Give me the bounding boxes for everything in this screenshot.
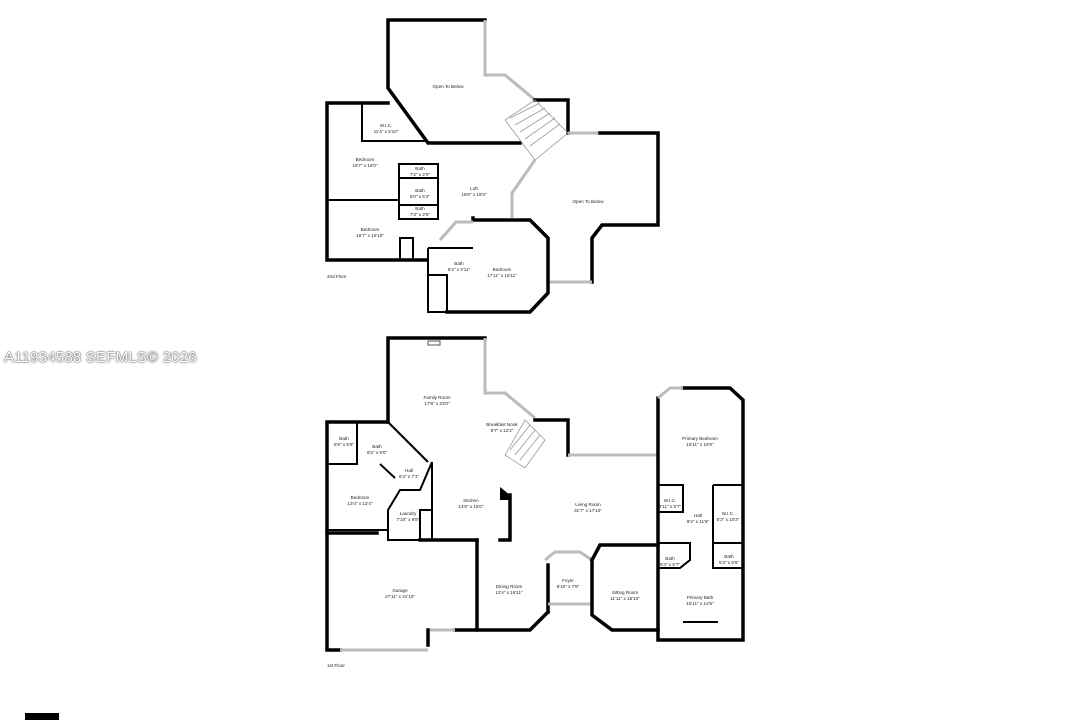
room-dims: 6'4" x 7'1" xyxy=(399,474,419,479)
second-floor-labels: Open To Below W.I.C. 11'4" x 6'10" Bedro… xyxy=(327,84,604,279)
room-dims: 7'10" x 9'8" xyxy=(397,517,420,522)
room-name: Hall xyxy=(694,513,702,518)
room-dims: 17'11" x 16'11" xyxy=(487,273,517,278)
room-dims: 14'6" x 15'0" xyxy=(458,504,484,509)
room-dims: 5'9" x 5'6" xyxy=(334,442,354,447)
room-dims: 8'4" x 4'11" xyxy=(448,267,471,272)
room-name: Loft xyxy=(470,186,478,191)
room-name: Bath xyxy=(724,554,734,559)
watermark: A11934588 SEFMLS© 2026 xyxy=(4,349,197,366)
room-name: Hall xyxy=(405,468,413,473)
room-name: Breakfast Nook xyxy=(486,422,518,427)
room-name: W.I.C. xyxy=(722,511,735,516)
room-name: Family Room xyxy=(423,395,450,400)
room-name: Bath xyxy=(339,436,349,441)
room-dims: 17'8" x 23'0" xyxy=(424,401,450,406)
room-dims: 9'7" x 12'2" xyxy=(491,428,514,433)
room-dims: 15'11" x 18'0" xyxy=(686,442,714,447)
first-floor-labels: Family Room 17'8" x 23'0" Breakfast Nook… xyxy=(327,395,740,668)
room-dims: 16'7" x 10'10" xyxy=(356,233,384,238)
room-name: Bath xyxy=(415,206,425,211)
room-dims: 27'11" x 21'10" xyxy=(385,594,415,599)
room-dims: 5'0" x 5'2" xyxy=(410,194,430,199)
room-dims: 8'2" x 9'0" xyxy=(367,450,387,455)
room-name: Open To Below xyxy=(432,84,464,89)
room-name: Laundry xyxy=(400,511,417,516)
room-dims: 13'4" x 12'4" xyxy=(347,501,373,506)
room-name: Bedroom xyxy=(351,495,370,500)
room-dims: 5'4" x 5'7" xyxy=(660,562,680,567)
room-name: W.I.C. xyxy=(380,123,393,128)
room-name: Bath xyxy=(415,166,425,171)
room-dims: 5'3" x 6'5" xyxy=(719,560,739,565)
room-dims: 12'4" x 16'11" xyxy=(495,590,523,595)
room-dims: 31'7" x 17'10" xyxy=(574,508,602,513)
room-dims: 5'3" x 10'3" xyxy=(717,517,740,522)
room-name: Bath xyxy=(372,444,382,449)
room-name: Bath xyxy=(454,261,464,266)
room-dims: 16'7" x 18'0" xyxy=(352,163,378,168)
room-name: Bath xyxy=(415,188,425,193)
floor-label: 2nd Floor xyxy=(327,274,347,279)
room-name: Kitchen xyxy=(463,498,479,503)
room-dims: 7'3" x 2'6" xyxy=(410,212,430,217)
room-dims: 18'6" x 19'3" xyxy=(461,192,487,197)
room-name: Garage xyxy=(392,588,408,593)
second-floor-walls xyxy=(325,18,660,314)
corner-block xyxy=(25,713,59,720)
room-dims: 7'2" x 2'0" xyxy=(410,172,430,177)
room-name: Dining Room xyxy=(496,584,523,589)
room-dims: 4'11" x 5'7" xyxy=(659,504,682,509)
room-name: Living Room xyxy=(575,502,601,507)
room-name: Bedroom xyxy=(361,227,380,232)
room-dims: 11'11" x 15'10" xyxy=(610,596,640,601)
room-dims: 8'4" x 11'6" xyxy=(687,519,710,524)
room-name: Open To Below xyxy=(572,199,604,204)
room-name: Bedroom xyxy=(493,267,512,272)
room-name: Primary Bath xyxy=(687,595,714,600)
room-dims: 11'4" x 6'10" xyxy=(374,129,399,134)
first-floor-walls xyxy=(325,336,745,652)
room-name: Bath xyxy=(665,556,675,561)
room-name: Foyer xyxy=(562,578,574,583)
floor-label: 1st Floor xyxy=(327,663,345,668)
room-dims: 8'10" x 7'8" xyxy=(557,584,580,589)
room-name: Sitting Room xyxy=(612,590,638,595)
room-dims: 15'11" x 14'5" xyxy=(686,601,714,606)
room-name: Primary Bedroom xyxy=(682,436,718,441)
room-name: W.I.C. xyxy=(664,498,677,503)
room-name: Bedroom xyxy=(356,157,375,162)
